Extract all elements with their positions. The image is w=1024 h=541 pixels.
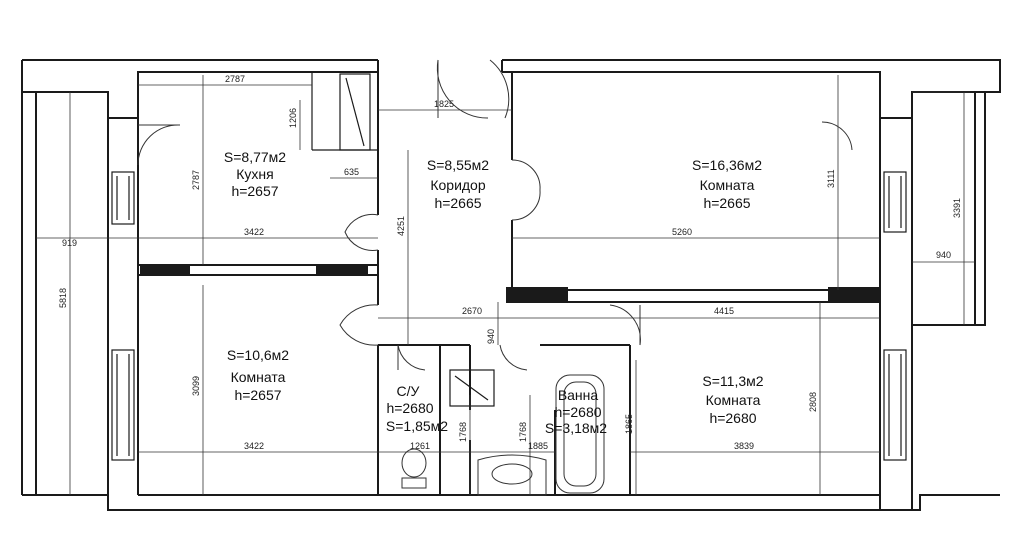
toilet-icon bbox=[401, 448, 427, 489]
room-area: S=16,36м2 bbox=[692, 157, 762, 173]
dim-label: 3839 bbox=[734, 441, 754, 451]
dim-label: 940 bbox=[936, 250, 951, 260]
sink-icon bbox=[477, 454, 547, 496]
room-kitchen: S=8,77м2 Кухня h=2657 bbox=[224, 149, 286, 199]
interior-walls bbox=[138, 72, 880, 495]
dim-label: 3111 bbox=[826, 169, 836, 188]
window-left-room bbox=[111, 349, 135, 461]
door-entry bbox=[436, 59, 489, 119]
room-bath: Ванна h=2680 S=3,18м2 bbox=[545, 387, 607, 436]
dim-label: 1885 bbox=[528, 441, 548, 451]
room-big: S=16,36м2 Комната h=2665 bbox=[692, 157, 762, 211]
room-left: S=10,6м2 Комната h=2657 bbox=[227, 347, 289, 403]
door-kitchen bbox=[137, 124, 181, 166]
window-kitchen bbox=[111, 171, 135, 225]
dim-label: 940 bbox=[486, 329, 496, 344]
dim-label: 1206 bbox=[288, 108, 298, 128]
dim-label: 1768 bbox=[458, 422, 468, 442]
windows bbox=[111, 171, 907, 461]
room-height: h=2657 bbox=[231, 183, 278, 199]
dim-label: 1825 bbox=[434, 99, 454, 109]
dimension-lines bbox=[36, 75, 975, 495]
dim-label: 3422 bbox=[244, 441, 264, 451]
room-corridor: S=8,55м2 Коридор h=2665 bbox=[427, 157, 489, 211]
fixtures bbox=[401, 374, 605, 496]
room-height: h=2657 bbox=[234, 387, 281, 403]
room-name: Коридор bbox=[430, 177, 486, 193]
room-area: S=8,77м2 bbox=[224, 149, 286, 165]
room-height: h=2680 bbox=[386, 400, 433, 416]
doors bbox=[137, 59, 853, 371]
dim-label: 1865 bbox=[624, 414, 634, 434]
room-name: Кухня bbox=[236, 166, 273, 182]
room-name: Ванна bbox=[558, 387, 599, 403]
room-right: S=11,3м2 Комната h=2680 bbox=[702, 373, 763, 426]
dim-label: 3422 bbox=[244, 227, 264, 237]
room-height: h=2680 bbox=[709, 410, 756, 426]
dim-label: 2787 bbox=[225, 74, 245, 84]
dim-label: 5260 bbox=[672, 227, 692, 237]
room-area: S=8,55м2 bbox=[427, 157, 489, 173]
window-big-room bbox=[883, 171, 907, 233]
room-name: Комната bbox=[231, 369, 286, 385]
room-area: S=3,18м2 bbox=[545, 420, 607, 436]
dim-label: 3099 bbox=[191, 376, 201, 396]
room-name: Комната bbox=[706, 392, 761, 408]
dim-label: 635 bbox=[344, 167, 359, 177]
room-name: Комната bbox=[700, 177, 755, 193]
room-height: h=2665 bbox=[703, 195, 750, 211]
room-name: С/У bbox=[397, 383, 420, 399]
room-height: h=2665 bbox=[434, 195, 481, 211]
dim-label: 3391 bbox=[952, 198, 962, 218]
room-area: S=1,85м2 bbox=[386, 418, 448, 434]
room-area: S=11,3м2 bbox=[702, 373, 763, 389]
room-area: S=10,6м2 bbox=[227, 347, 289, 363]
dim-label: 2808 bbox=[808, 392, 818, 412]
room-labels: S=8,77м2 Кухня h=2657 S=8,55м2 Коридор h… bbox=[224, 149, 764, 436]
dim-label: 4251 bbox=[396, 216, 406, 236]
room-height: h=2680 bbox=[554, 404, 601, 420]
window-right-room bbox=[883, 349, 907, 461]
dimension-labels: 2787 1825 1206 2787 635 4251 3111 3391 9… bbox=[58, 74, 962, 451]
dim-label: 4415 bbox=[714, 306, 734, 316]
dim-label: 2670 bbox=[462, 306, 482, 316]
dim-label: 919 bbox=[62, 238, 77, 248]
dim-label: 1261 bbox=[410, 441, 430, 451]
dim-label: 2787 bbox=[191, 170, 201, 190]
bathtub-icon bbox=[555, 374, 605, 494]
room-wc: С/У h=2680 S=1,85м2 bbox=[386, 383, 448, 434]
dim-label: 1768 bbox=[518, 422, 528, 442]
dim-label: 5818 bbox=[58, 288, 68, 308]
